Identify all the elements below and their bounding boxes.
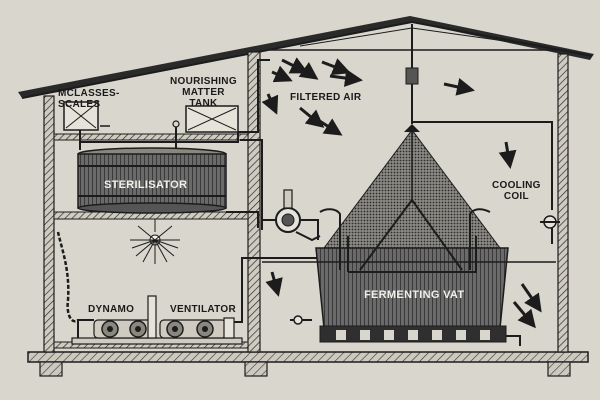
roof	[18, 16, 594, 99]
label-dynamo: DYNAMO	[88, 304, 135, 315]
label-ventilator: VENTILATOR	[170, 304, 236, 315]
pump-wheel	[262, 189, 321, 325]
nourishing-matter-tank	[172, 105, 239, 133]
label-molasses-scales: MCLASSES-SCALES	[58, 88, 120, 110]
fermenting-vat	[315, 129, 521, 346]
filtered-air-arrows	[261, 57, 542, 329]
air-distributor	[262, 52, 560, 263]
sterilisator	[77, 147, 259, 228]
label-sterilisator: STERILISATOR	[104, 179, 188, 191]
electric-lamp	[130, 219, 180, 264]
label-fermenting-vat: FERMENTING VAT	[364, 289, 465, 301]
dynamo-ventilator-machinery	[56, 231, 321, 345]
molasses-scales	[63, 101, 110, 131]
ground	[27, 351, 589, 377]
upper-pipes	[79, 59, 270, 230]
label-filtered-air: FILTERED AIR	[290, 92, 362, 103]
